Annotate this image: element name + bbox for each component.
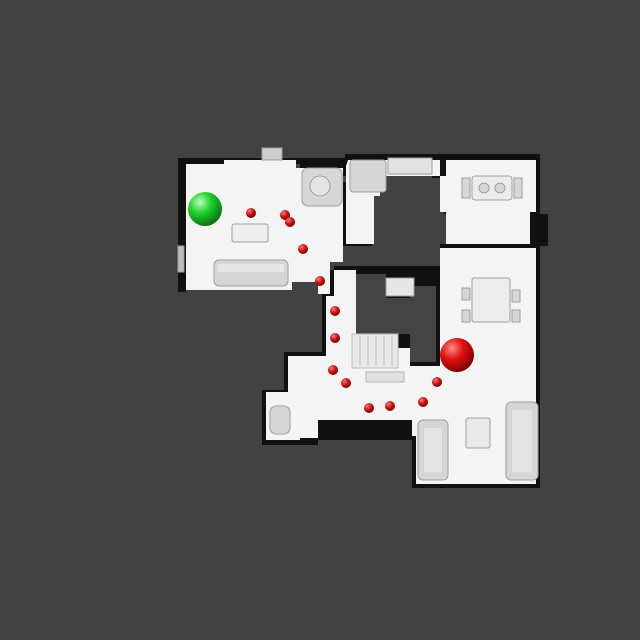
wall-unit-left xyxy=(177,245,185,273)
waypoint xyxy=(432,377,442,387)
sofa-left-room xyxy=(213,259,289,287)
stairwell-opening xyxy=(356,274,436,362)
waypoint xyxy=(298,244,308,254)
coffee-table xyxy=(231,223,269,243)
waypoint xyxy=(385,401,395,411)
waypoint xyxy=(341,378,351,388)
waypoint xyxy=(418,397,428,407)
waypoint xyxy=(328,365,338,375)
waypoint-path xyxy=(246,208,442,413)
start-marker xyxy=(188,192,222,226)
waypoint xyxy=(330,306,340,316)
waypoint xyxy=(330,333,340,343)
kitchen-counter xyxy=(349,159,387,193)
furniture xyxy=(177,147,539,481)
side-table xyxy=(465,417,491,449)
top-right-room-floor xyxy=(440,160,536,244)
counter-top xyxy=(387,157,433,175)
toilet xyxy=(269,405,291,435)
waypoint xyxy=(285,217,295,227)
waypoint xyxy=(315,276,325,286)
cabinet-top-left xyxy=(261,147,283,161)
shelf-bottom xyxy=(385,277,415,297)
armchair-seat xyxy=(309,175,331,197)
staircase xyxy=(351,333,405,383)
goal-marker xyxy=(440,338,474,372)
waypoint xyxy=(246,208,256,218)
waypoint xyxy=(280,210,290,220)
dining-table-top xyxy=(471,175,513,201)
waypoint xyxy=(364,403,374,413)
dining-table-right xyxy=(471,277,511,323)
